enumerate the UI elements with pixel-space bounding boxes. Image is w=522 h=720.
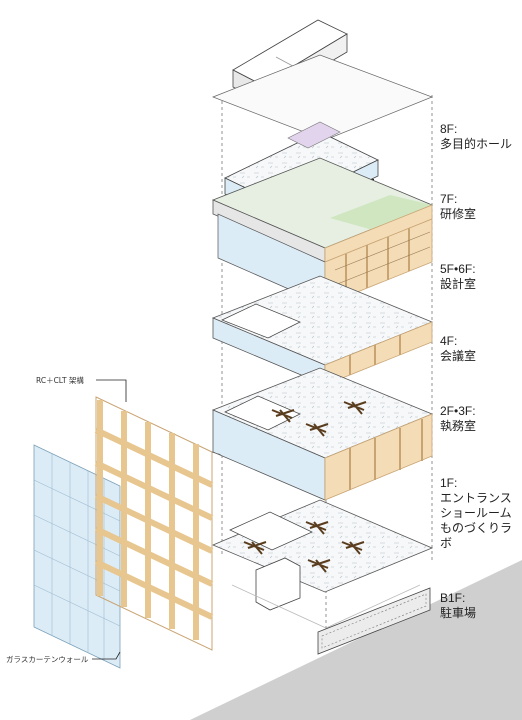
ground-slope bbox=[190, 560, 522, 720]
rc-clt-frame bbox=[94, 396, 223, 651]
label-8f: 8F:多目的ホール bbox=[440, 122, 512, 152]
label-4f-level: 4F: bbox=[440, 334, 458, 348]
label-2f-3f: 2F•3F:執務室 bbox=[440, 404, 476, 434]
floor-b1f bbox=[317, 587, 431, 655]
label-1f-name: エントランス ショールーム ものづくりラボ bbox=[440, 491, 513, 550]
callout-leaders bbox=[92, 379, 127, 660]
floor-4f bbox=[211, 275, 434, 386]
label-5f-6f: 5F•6F:設計室 bbox=[440, 262, 476, 292]
floor-1f bbox=[211, 499, 434, 629]
label-b1f-name: 駐車場 bbox=[440, 606, 477, 620]
label-7f-level: 7F: bbox=[440, 192, 458, 206]
label-5f-6f-name: 設計室 bbox=[440, 277, 477, 291]
label-1f-level: 1F: bbox=[440, 476, 458, 490]
glass-curtain-wall bbox=[33, 444, 121, 669]
floor-7f bbox=[211, 157, 434, 263]
roof-slab bbox=[212, 54, 433, 141]
label-b1f-level: B1F: bbox=[440, 591, 466, 605]
label-7f: 7F:研修室 bbox=[440, 192, 476, 222]
label-8f-name: 多目的ホール bbox=[440, 137, 513, 151]
callout-curtain-wall: ガラスカーテンウォール bbox=[6, 655, 89, 664]
label-b1f: B1F:駐車場 bbox=[440, 591, 476, 621]
floor-2f-3f bbox=[211, 367, 434, 501]
label-7f-name: 研修室 bbox=[440, 207, 477, 221]
label-4f: 4F:会議室 bbox=[440, 334, 476, 364]
callout-frame: RC＋CLT 架構 bbox=[36, 376, 84, 385]
label-2f-3f-name: 執務室 bbox=[440, 419, 477, 433]
label-1f: 1F:エントランス ショールーム ものづくりラボ bbox=[440, 476, 522, 551]
label-4f-name: 会議室 bbox=[440, 349, 477, 363]
label-2f-3f-level: 2F•3F: bbox=[440, 404, 476, 418]
label-5f-6f-level: 5F•6F: bbox=[440, 262, 476, 276]
label-8f-level: 8F: bbox=[440, 122, 458, 136]
